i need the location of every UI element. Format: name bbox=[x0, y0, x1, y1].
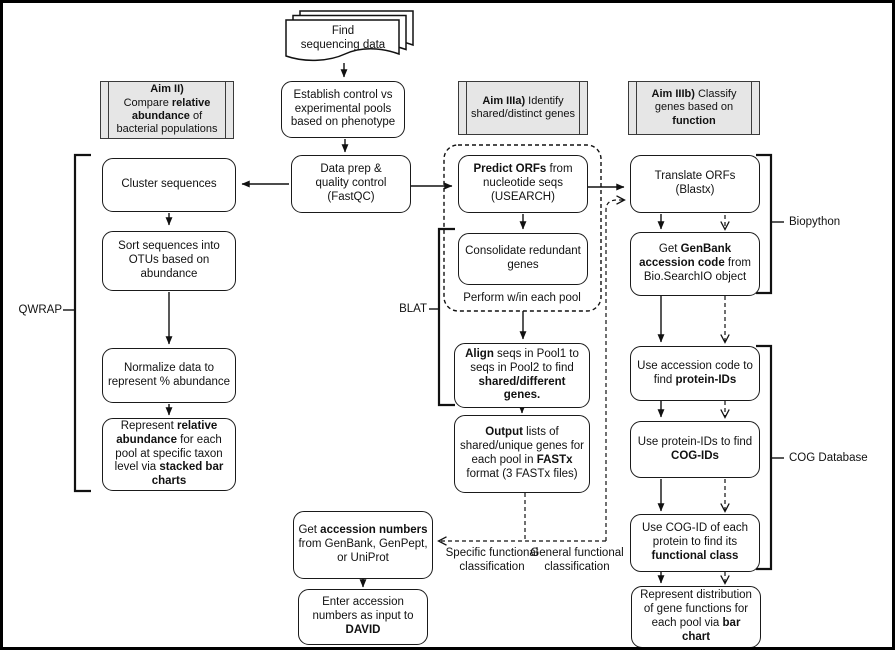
sort-otus-node: Sort sequences into OTUs based on abunda… bbox=[102, 231, 236, 291]
predefined-process-bar bbox=[225, 81, 226, 139]
general-classification-label: General functional classification bbox=[530, 547, 624, 574]
data-prep-node: Data prep & quality control (FastQC) bbox=[291, 155, 411, 213]
represent-distribution-node: Represent distribution of gene functions… bbox=[631, 586, 761, 647]
blat-label: BLAT bbox=[399, 303, 427, 315]
get-accession-numbers-node: Get accession numbers from GenBank, GenP… bbox=[293, 511, 433, 579]
aim2-text: Compare relative abundance of bacterial … bbox=[116, 96, 218, 136]
predefined-process-bar bbox=[108, 81, 109, 139]
aim3b-header: Aim IIIb) Classify genes based on functi… bbox=[628, 81, 760, 135]
solid-arrows bbox=[165, 63, 665, 588]
represent-relative-abundance-node: Represent relative abundance for each po… bbox=[102, 418, 236, 491]
aim3a-header: Aim IIIa) Identify shared/distinct genes bbox=[458, 81, 588, 135]
predefined-process-bar bbox=[636, 81, 637, 135]
blat-bracket bbox=[437, 227, 455, 407]
align-pools-node: Align seqs in Pool1 to seqs in Pool2 to … bbox=[454, 343, 590, 408]
qwrap-bracket bbox=[73, 153, 91, 493]
translate-orfs-node: Translate ORFs (Blastx) bbox=[630, 155, 760, 213]
get-genbank-code-node: Get GenBank accession code from Bio.Sear… bbox=[630, 232, 760, 296]
predict-orfs-node: Predict ORFs from nucleotide seqs (USEAR… bbox=[458, 155, 588, 213]
output-fastx-node: Output lists of shared/unique genes for … bbox=[454, 415, 590, 493]
specific-classification-label: Specific functional classification bbox=[445, 547, 539, 574]
aim3b-text: Aim IIIb) Classify genes based on functi… bbox=[651, 87, 737, 127]
aim3a-text: Aim IIIa) Identify shared/distinct genes bbox=[471, 94, 575, 120]
enter-david-node: Enter accession numbers as input to DAVI… bbox=[298, 589, 428, 645]
use-cog-id-node: Use COG-ID of each protein to find its f… bbox=[630, 514, 760, 572]
establish-pools-node: Establish control vs experimental pools … bbox=[281, 81, 405, 138]
predefined-process-bar bbox=[751, 81, 752, 135]
aim2-header: Aim II) Compare relative abundance of ba… bbox=[100, 81, 234, 139]
aim2-title: Aim II) bbox=[150, 83, 184, 96]
consolidate-genes-node: Consolidate redundant genes bbox=[458, 233, 588, 285]
qwrap-label: QWRAP bbox=[18, 304, 62, 316]
normalize-node: Normalize data to represent % abundance bbox=[102, 348, 236, 403]
cluster-sequences-node: Cluster sequences bbox=[102, 158, 236, 212]
perform-within-pool-label: Perform w/in each pool bbox=[463, 292, 581, 304]
node-text: Find bbox=[331, 25, 355, 37]
use-protein-ids-node: Use protein-IDs to find COG-IDs bbox=[630, 421, 760, 478]
use-accession-code-node: Use accession code to find protein-IDs bbox=[630, 346, 760, 401]
find-sequencing-data-node: Find sequencing data bbox=[288, 24, 398, 53]
cog-database-label: COG Database bbox=[789, 452, 868, 464]
node-text: sequencing data bbox=[300, 39, 386, 52]
predefined-process-bar bbox=[466, 81, 467, 135]
biopython-label: Biopython bbox=[789, 216, 841, 228]
predefined-process-bar bbox=[579, 81, 580, 135]
